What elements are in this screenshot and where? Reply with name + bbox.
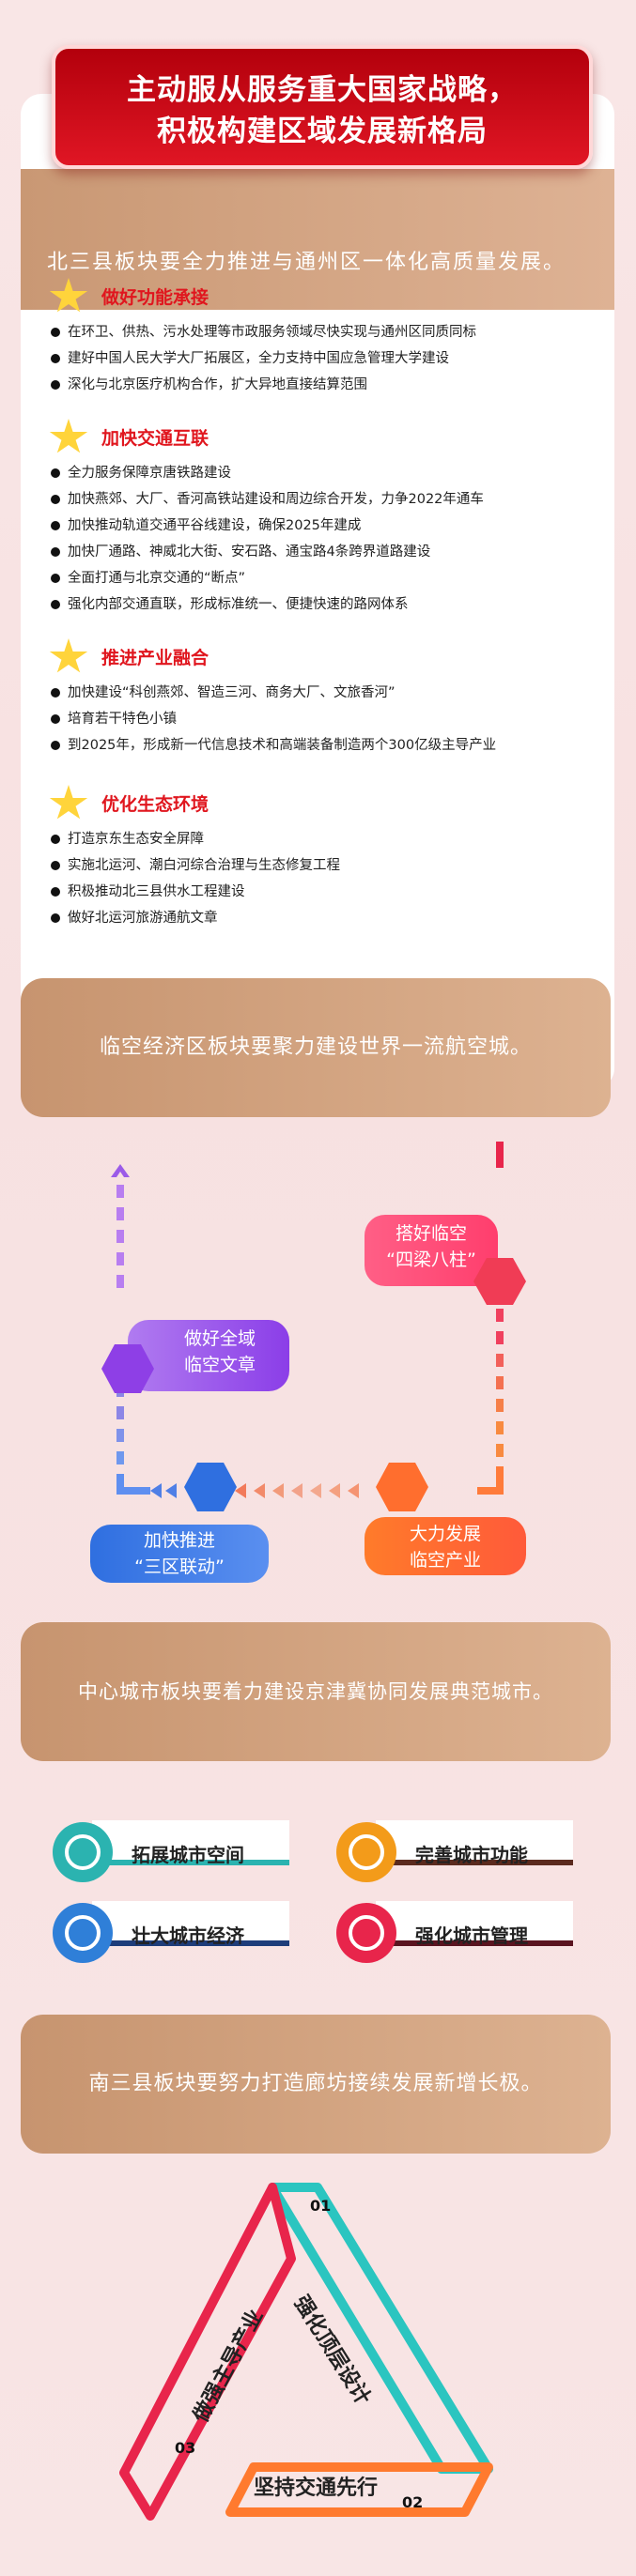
ring-icon bbox=[336, 1903, 396, 1963]
city-banner: 中心城市板块要着力建设京津冀协同发展典范城市。 bbox=[21, 1622, 611, 1761]
list-item: 全面打通与北京交通的“断点” bbox=[49, 565, 484, 591]
list-item: 加快厂通路、神威北大街、安石路、通宝路4条跨界道路建设 bbox=[49, 539, 484, 565]
section-title: 推进产业融合 bbox=[101, 648, 209, 668]
ring-icon bbox=[53, 1822, 113, 1882]
south-num-2: 02 bbox=[402, 2493, 424, 2511]
node-label-bottom-left: 加快推进 “三区联动” bbox=[134, 1530, 225, 1577]
list-item: 到2025年，形成新一代信息技术和高端装备制造两个300亿级主导产业 bbox=[49, 732, 496, 759]
section-industry: 推进产业融合 加快建设“科创燕郊、智造三河、商务大厂、文旅香河” 培育若干特色小… bbox=[49, 638, 496, 759]
title-line-1: 主动服从服务重大国家战略， bbox=[127, 73, 518, 107]
city-grid bbox=[53, 1820, 573, 1963]
node-label-left: 做好全域 临空文章 bbox=[183, 1328, 256, 1375]
star-icon bbox=[49, 785, 88, 820]
south-banner: 南三县板块要努力打造廊坊接续发展新增长极。 bbox=[21, 2015, 611, 2154]
list-item: 深化与北京医疗机构合作，扩大异地直接结算范围 bbox=[49, 372, 476, 398]
section-traffic: 加快交通互联 全力服务保障京唐铁路建设 加快燕郊、大厂、香河高铁站建设和周边综合… bbox=[49, 419, 484, 618]
main-title-ribbon: 主动服从服务重大国家战略， 积极构建区域发展新格局 bbox=[52, 45, 593, 169]
south-banner-text: 南三县板块要努力打造廊坊接续发展新增长极。 bbox=[88, 2072, 543, 2095]
city-item-bg bbox=[92, 1820, 289, 1860]
list-item: 强化内部交通直联，形成标准统一、便捷快速的路网体系 bbox=[49, 591, 484, 618]
south-label-2: 坚持交通先行 bbox=[254, 2476, 379, 2500]
node-label-bottom-right: 大力发展 临空产业 bbox=[409, 1524, 481, 1571]
city-item-4: 强化城市管理 bbox=[415, 1924, 528, 1947]
section-title: 加快交通互联 bbox=[101, 428, 209, 449]
city-item-3: 壮大城市经济 bbox=[132, 1924, 244, 1947]
node-pill-left bbox=[128, 1320, 289, 1391]
list-item: 建好中国人民大学大厂拓展区，全力支持中国应急管理大学建设 bbox=[49, 345, 476, 372]
node-pill-top-right bbox=[365, 1215, 498, 1286]
north-panel: 北三县板块要全力推进与通州区一体化高质量发展。 做好功能承接 在环卫、供热、污水… bbox=[21, 94, 614, 1089]
list-item: 加快燕郊、大厂、香河高铁站建设和周边综合开发，力争2022年通车 bbox=[49, 486, 484, 513]
list-item: 实施北运河、潮白河综合治理与生态修复工程 bbox=[49, 852, 340, 879]
north-intro-text: 北三县板块要全力推进与通州区一体化高质量发展。 bbox=[47, 251, 566, 274]
list-item: 在环卫、供热、污水处理等市政服务领域尽快实现与通州区同质同标 bbox=[49, 319, 476, 345]
hex-icon-top-right bbox=[473, 1258, 526, 1305]
list-item: 打造京东生态安全屏障 bbox=[49, 826, 340, 852]
airport-banner-text: 临空经济区板块要聚力建设世界一流航空城。 bbox=[99, 1035, 532, 1059]
ring-icon bbox=[336, 1822, 396, 1882]
node-pill-bottom-right bbox=[365, 1517, 526, 1575]
section-title: 优化生态环境 bbox=[101, 794, 209, 815]
ring-icon bbox=[53, 1903, 113, 1963]
list-item: 加快建设“科创燕郊、智造三河、商务大厂、文旅香河” bbox=[49, 680, 496, 706]
hex-icon-bottom-right bbox=[376, 1463, 428, 1511]
right-arrow-line bbox=[477, 1142, 504, 1495]
node-label-top-right: 搭好临空 “四梁八柱” bbox=[386, 1223, 476, 1270]
city-item-1: 拓展城市空间 bbox=[132, 1844, 244, 1866]
south-num-1: 01 bbox=[310, 2197, 332, 2215]
airport-diagram bbox=[90, 1142, 526, 1583]
star-icon bbox=[49, 278, 88, 313]
star-icon bbox=[49, 638, 88, 673]
city-item-2: 完善城市功能 bbox=[415, 1844, 528, 1866]
list-item: 加快推动轨道交通平谷线建设，确保2025年建成 bbox=[49, 513, 484, 539]
title-line-2: 积极构建区域发展新格局 bbox=[157, 115, 488, 148]
airport-banner: 临空经济区板块要聚力建设世界一流航空城。 bbox=[21, 978, 611, 1117]
south-triangle bbox=[119, 2183, 493, 2521]
section-title: 做好功能承接 bbox=[101, 287, 209, 308]
hex-icon-bottom-left bbox=[184, 1463, 237, 1511]
list-item: 全力服务保障京唐铁路建设 bbox=[49, 460, 484, 486]
section-function: 做好功能承接 在环卫、供热、污水处理等市政服务领域尽快实现与通州区同质同标 建好… bbox=[49, 278, 476, 398]
city-banner-text: 中心城市板块要着力建设京津冀协同发展典范城市。 bbox=[78, 1680, 553, 1703]
list-item: 积极推动北三县供水工程建设 bbox=[49, 879, 340, 905]
node-pill-bottom-left bbox=[90, 1525, 269, 1583]
list-item: 做好北运河旅游通航文章 bbox=[49, 905, 340, 931]
north-intro-banner: 北三县板块要全力推进与通州区一体化高质量发展。 bbox=[21, 169, 614, 310]
section-ecology: 优化生态环境 打造京东生态安全屏障 实施北运河、潮白河综合治理与生态修复工程 积… bbox=[49, 785, 340, 931]
bottom-arrow-line bbox=[150, 1483, 359, 1498]
hex-icon-left bbox=[101, 1344, 154, 1393]
star-icon bbox=[49, 419, 88, 453]
south-num-3: 03 bbox=[175, 2439, 196, 2457]
list-item: 培育若干特色小镇 bbox=[49, 706, 496, 732]
